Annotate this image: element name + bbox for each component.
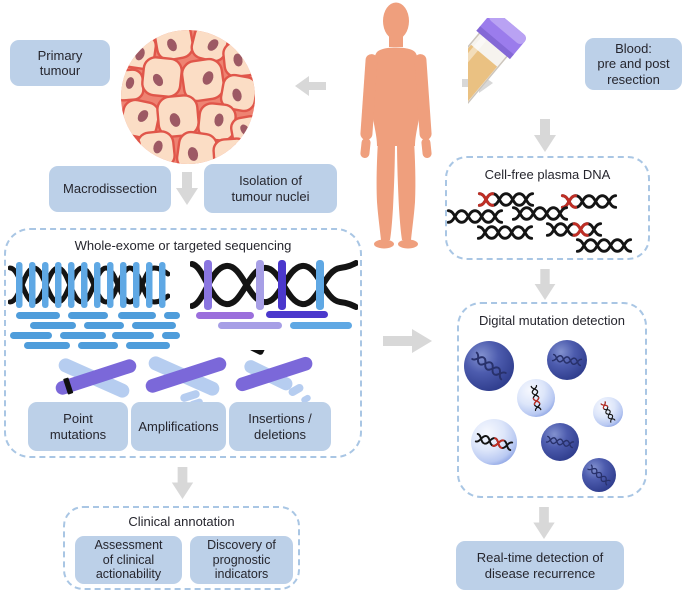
arrow-digital-to-realtime-icon [533,507,555,540]
dna-helix-mutant-icon [545,222,603,237]
digital-mutation-panel [457,302,647,498]
point-mutations-label: Point mutations [28,402,128,451]
droplet-digital-pcr-icon [464,340,623,492]
digital-mutation-title: Digital mutation detection [479,313,625,328]
primary-tumour-label: Primary tumour [10,40,110,86]
clinical-annotation-title: Clinical annotation [128,514,235,529]
chromosome-indel-icon [235,350,313,404]
dna-helix-icon [476,225,534,240]
arrow-cellfree-to-digital-icon [534,269,556,301]
cell-free-plasma-dna-panel [445,156,650,260]
arrow-blood-to-cellfree-icon [534,119,556,152]
targeted-capture-dna-icon [190,260,358,310]
blood-tube-icon [468,18,526,130]
discovery-label: Discovery of prognostic indicators [190,536,293,584]
dna-helix-icon [446,209,504,224]
exome-capture-dna-icon [8,262,170,308]
sequencing-title: Whole-exome or targeted sequencing [74,238,292,253]
macrodissection-label: Macrodissection [49,166,171,212]
tumour-histology-icon [121,30,255,164]
dna-helix-mutant-icon [477,192,535,207]
arrow-sequencing-to-clinical-icon [171,467,194,500]
blood-label: Blood: pre and post resection [585,38,682,90]
sequencing-reads-icon [10,312,180,349]
sequencing-panel [4,228,362,458]
isolation-label: Isolation of tumour nuclei [204,164,337,213]
dna-helix-icon [575,238,633,253]
arrow-tumour-to-sequencing-icon [176,172,198,205]
chromosome-amplification-icon [145,356,227,406]
targeted-reads-icon [196,311,352,329]
cell-free-plasma-dna-title: Cell-free plasma DNA [484,167,611,182]
dna-helix-icon [511,206,569,221]
chromosome-point-mutation-icon [55,358,137,398]
human-body-icon [360,2,432,249]
clinical-annotation-panel [63,506,300,590]
arrow-body-to-tumour-icon [295,76,326,96]
amplifications-label: Amplifications [131,402,226,451]
arrow-sequencing-to-digital-icon [383,329,432,353]
realtime-detection-label: Real-time detection of disease recurrenc… [456,541,624,590]
insertions-deletions-label: Insertions / deletions [229,402,331,451]
assessment-label: Assessment of clinical actionability [75,536,182,584]
